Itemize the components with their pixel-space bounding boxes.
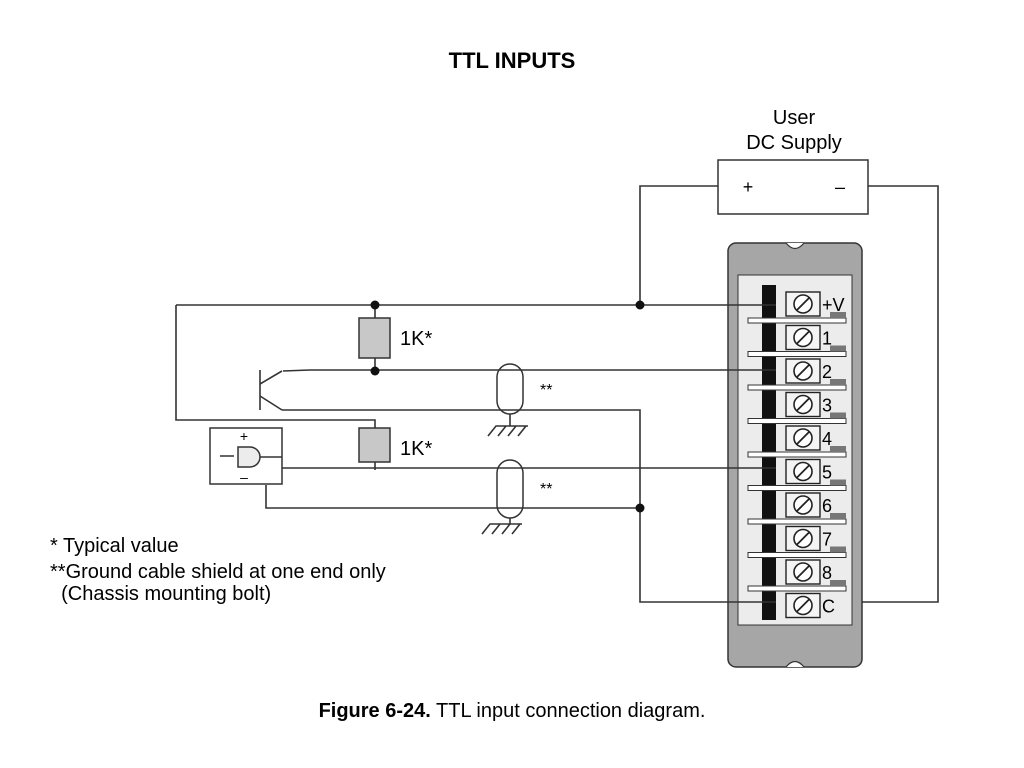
gate-plus: + <box>240 428 248 444</box>
supply-label-line1: User <box>773 107 816 129</box>
figure-caption: Figure 6-24. TTL input connection diagra… <box>0 700 1024 723</box>
supply-label-line2: DC Supply <box>746 132 842 154</box>
terminal-3: 2 <box>747 358 847 391</box>
note-typical: * Typical value <box>50 535 179 557</box>
caption-text: TTL input connection diagram. <box>430 700 706 722</box>
terminal-separator <box>747 384 847 391</box>
terminal-2: 1 <box>747 324 847 357</box>
shield-mark-1: ** <box>540 382 552 399</box>
resistor-2-label: 1K* <box>400 438 432 460</box>
terminal-separator <box>747 351 847 357</box>
terminal-label: 6 <box>822 496 832 516</box>
terminal-label: 7 <box>822 530 832 550</box>
terminal-4: 3 <box>747 391 847 424</box>
terminal-1: +V <box>747 291 847 324</box>
terminal-label: 8 <box>822 563 832 583</box>
terminal-label: 5 <box>822 463 832 483</box>
junction-dots <box>370 300 645 513</box>
terminal-label: 4 <box>822 429 832 449</box>
terminal-label: 2 <box>822 362 832 382</box>
terminal-label: 1 <box>822 329 832 349</box>
note-ground-line1: **Ground cable shield at one end only <box>50 561 386 583</box>
supply-plus: + <box>743 177 754 197</box>
supply-minus: – <box>835 177 845 197</box>
terminal-strip: +V 1 2 3 4 5 6 7 8C <box>747 291 847 619</box>
terminal-label: 3 <box>822 396 832 416</box>
terminal-label: C <box>822 597 835 617</box>
dc-supply: User DC Supply + – <box>717 107 869 215</box>
terminal-6: 5 <box>747 458 847 491</box>
resistor-1-label: 1K* <box>400 328 432 350</box>
terminal-10: C <box>785 592 835 619</box>
caption-figure-number: Figure 6-24. <box>318 700 431 722</box>
terminal-7: 6 <box>747 492 847 525</box>
terminal-5: 4 <box>747 425 847 458</box>
slide-title: TTL INPUTS <box>448 48 576 73</box>
cable-shield-2: ** <box>481 459 552 535</box>
resistor-1: 1K* <box>358 317 432 359</box>
terminal-separator <box>747 317 847 324</box>
terminal-separator <box>747 585 847 592</box>
terminal-separator <box>747 485 847 491</box>
note-ground-line2: (Chassis mounting bolt) <box>50 583 272 605</box>
terminal-separator <box>747 418 847 424</box>
ttl-gate: + – <box>209 427 283 485</box>
terminal-separator <box>747 518 847 525</box>
terminal-9: 8 <box>747 559 847 592</box>
terminal-separator <box>747 451 847 458</box>
terminal-8: 7 <box>747 525 847 558</box>
shield-mark-2: ** <box>540 481 552 498</box>
terminal-label: +V <box>822 295 845 315</box>
cable-shield-1: ** <box>487 363 552 437</box>
resistor-2: 1K* <box>358 427 432 463</box>
gate-minus: – <box>240 469 248 485</box>
notes: * Typical value **Ground cable shield at… <box>50 533 386 607</box>
wires <box>175 185 939 603</box>
terminal-separator <box>747 552 847 558</box>
